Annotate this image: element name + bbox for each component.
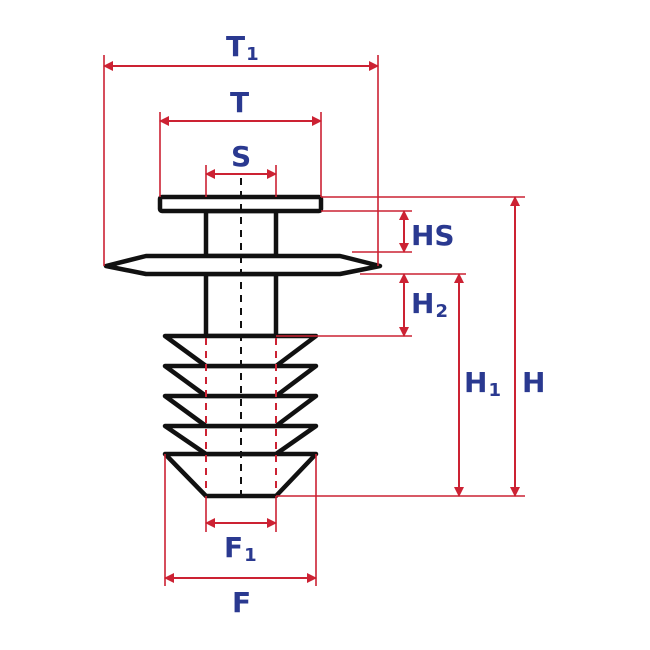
label-h1: H1	[464, 366, 501, 401]
dimension-labels: T1 T S HS H2 H1 H F1 F	[224, 30, 545, 619]
rivet-part	[103, 194, 383, 499]
label-h2: H2	[411, 287, 448, 322]
label-f: F	[232, 586, 251, 619]
label-t: T	[230, 86, 249, 119]
dimension-lines	[103, 61, 520, 583]
label-f1: F1	[224, 531, 257, 566]
label-h: H	[522, 366, 545, 399]
label-s: S	[231, 140, 251, 173]
extension-lines	[103, 55, 525, 586]
label-hs: HS	[411, 219, 455, 252]
rib-5	[162, 451, 319, 499]
umbrella-washer	[103, 253, 383, 277]
label-t1: T1	[226, 30, 259, 65]
hidden-lines	[205, 178, 277, 500]
